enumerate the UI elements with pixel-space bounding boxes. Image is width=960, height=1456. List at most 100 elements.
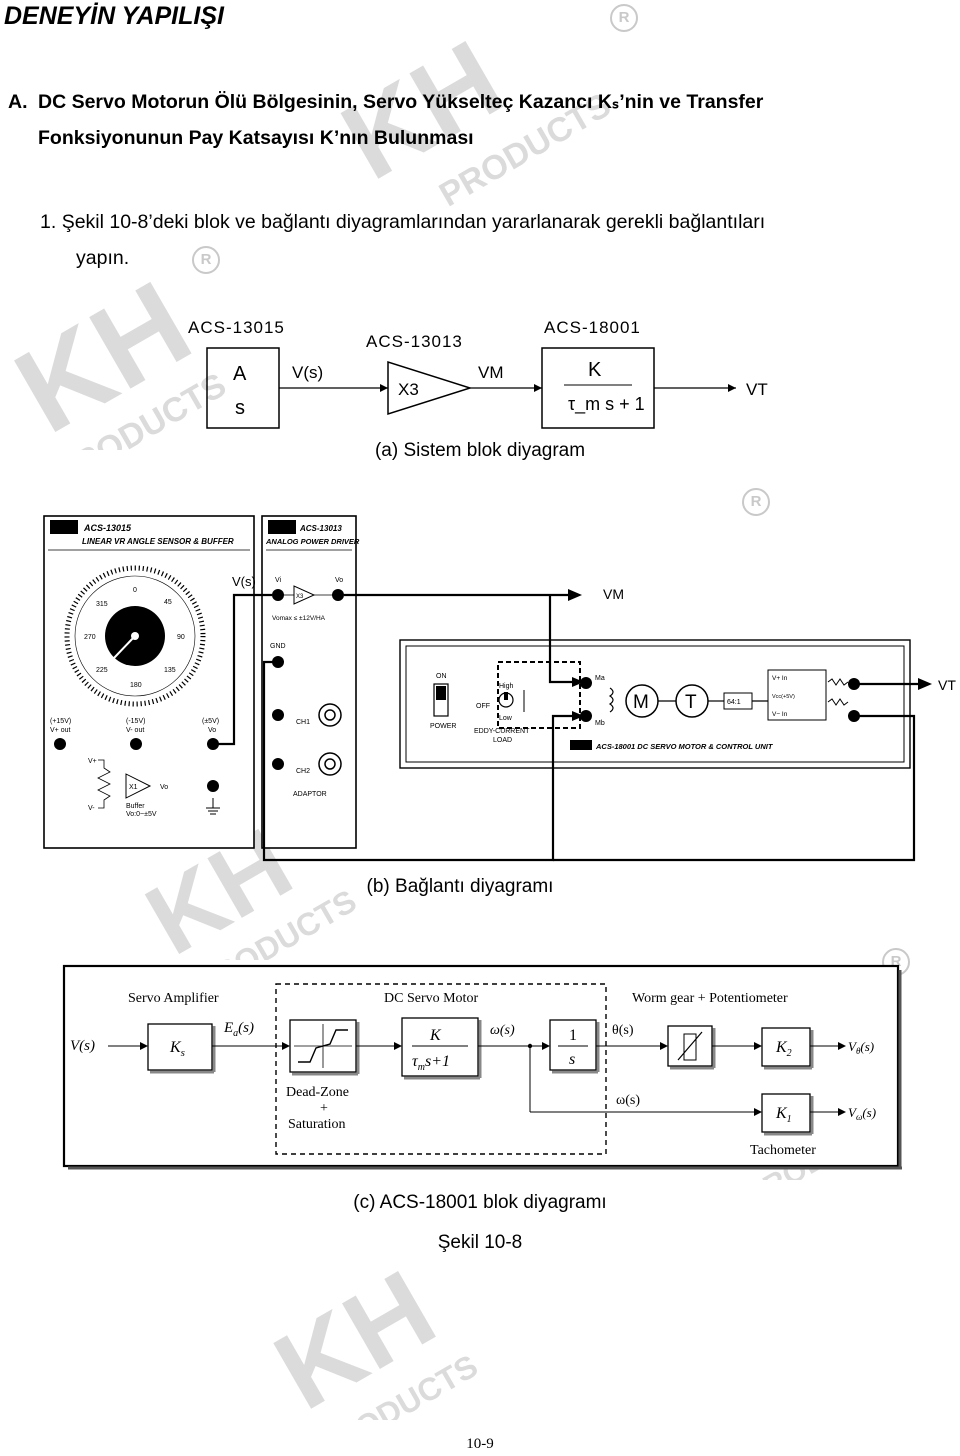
- dial-label: 270: [84, 634, 96, 641]
- panel1-title: LINEAR VR ANGLE SENSOR & BUFFER: [82, 537, 234, 546]
- dial-label: 0: [133, 587, 137, 594]
- label-deadzone-2: +: [320, 1101, 328, 1116]
- label-tachometer: Tachometer: [750, 1143, 816, 1158]
- motor-tau: τ: [412, 1053, 419, 1070]
- k1-letter: K: [775, 1105, 788, 1122]
- integrator-c-numerator: 1: [569, 1027, 577, 1044]
- panel-acs13015: [43, 515, 255, 849]
- wire-gnd: [262, 660, 582, 862]
- caption-a: (a) Sistem blok diyagram: [374, 440, 586, 461]
- vtheta-suffix: (s): [860, 1039, 874, 1054]
- label-wire-vt: VT: [938, 677, 956, 693]
- label-load: LOAD: [493, 737, 512, 744]
- label-vminus-in: V− In: [772, 711, 788, 718]
- label-power: POWER: [430, 723, 456, 730]
- wire-tach-gnd: [553, 714, 916, 862]
- k1-gain: K1: [775, 1105, 792, 1125]
- block-diagram-a: ACS-13015 ACS-13013 ACS-18001 A s V(s) X…: [188, 318, 768, 429]
- dial-label: 180: [130, 682, 142, 689]
- label-vplus-in: V+ In: [772, 675, 788, 682]
- label-wire-vm: VM: [603, 586, 624, 602]
- jack-vplus-out[interactable]: [54, 738, 66, 750]
- step-number: 1.: [40, 211, 57, 233]
- label-gnd: GND: [270, 643, 286, 650]
- k2-subscript: 2: [787, 1048, 792, 1059]
- panel2-title: ANALOG POWER DRIVER: [265, 537, 360, 546]
- vtheta-subscript: θ: [856, 1046, 861, 1056]
- label-dc-motor: DC Servo Motor: [384, 991, 478, 1006]
- label-vminus-out: V- out: [126, 727, 144, 734]
- jack-ma[interactable]: [580, 677, 592, 689]
- caption-c: (c) ACS-18001 blok diyagramı: [353, 1192, 607, 1213]
- omega-signal: ω(s): [490, 1023, 515, 1038]
- registered-mark: R: [610, 4, 638, 32]
- motor-tf-numerator: K: [429, 1027, 442, 1044]
- caption-b: (b) Bağlantı diyagramı: [366, 876, 554, 897]
- jack-buffer-out[interactable]: [207, 780, 219, 792]
- label-vminus: V-: [88, 805, 95, 812]
- jack-vt[interactable]: [848, 678, 860, 690]
- label-ch2: CH2: [296, 768, 310, 775]
- vomega-subscript: ω: [856, 1112, 862, 1122]
- label-wire-vs: V(s): [232, 574, 256, 589]
- step-line-2: yapın.: [76, 247, 130, 269]
- dial-label: 225: [96, 667, 108, 674]
- label-worm-gear: Worm gear + Potentiometer: [632, 991, 788, 1006]
- signal-vm: VM: [478, 363, 504, 382]
- amplifier-gain: X3: [398, 380, 419, 399]
- label-plus15: (+15V): [50, 718, 71, 725]
- label-buffer-vo: Vo: [160, 784, 168, 791]
- integrator-numerator: A: [233, 363, 247, 385]
- jack-vi[interactable]: [272, 589, 284, 601]
- watermark-logo-left: KH PRODUCTS: [0, 256, 233, 450]
- label-deadzone-1: Dead-Zone: [286, 1085, 349, 1100]
- module-label-13013: ACS-13013: [366, 332, 463, 351]
- jack-vminus-out[interactable]: [130, 738, 142, 750]
- integrator-c-denominator: s: [569, 1051, 575, 1068]
- page-heading: DENEYİN YAPILIŞI: [4, 2, 224, 30]
- jack-com[interactable]: [848, 710, 860, 722]
- label-ma: Ma: [595, 675, 605, 682]
- panel-acs18001: [399, 639, 911, 769]
- label-on: ON: [436, 673, 447, 680]
- jack-mb[interactable]: [580, 710, 592, 722]
- ks-subscript: s: [181, 1047, 185, 1059]
- label-vcc: Vcc(+5V): [772, 694, 795, 700]
- label-off: OFF: [476, 703, 490, 710]
- integrator-c-block: [549, 1019, 597, 1071]
- label-vo: Vo: [208, 727, 216, 734]
- page-number: 10-9: [466, 1436, 494, 1452]
- registered-mark: R: [192, 246, 220, 274]
- angle-dial[interactable]: [64, 565, 206, 707]
- dial-label: 90: [177, 634, 185, 641]
- label-vi: Vi: [275, 577, 282, 584]
- module-label-13015: ACS-13015: [188, 318, 285, 337]
- label-ratio: 64:1: [727, 699, 741, 706]
- step-instruction: 1. Şekil 10-8’deki blok ve bağlantı diya…: [40, 204, 940, 276]
- label-motor: M: [633, 692, 649, 713]
- k2-letter: K: [775, 1039, 788, 1056]
- jack-ch2[interactable]: [272, 758, 284, 770]
- unit-title: ACS-18001 DC SERVO MOTOR & CONTROL UNIT: [595, 742, 774, 751]
- theta-signal: θ(s): [612, 1023, 634, 1038]
- watermark-logo-bottom: KH PRODUCTS: [260, 1247, 484, 1420]
- section-title: A.DC Servo Motorun Ölü Bölgesinin, Servo…: [8, 84, 938, 156]
- section-line-1: DC Servo Motorun Ölü Bölgesinin, Servo Y…: [38, 91, 764, 113]
- k2-block: [761, 1027, 811, 1067]
- vtheta-letter: V: [848, 1039, 858, 1054]
- input-vs: V(s): [70, 1038, 95, 1054]
- vomega-suffix: (s): [862, 1105, 876, 1120]
- label-low: Low: [499, 715, 513, 722]
- label-driver-vo: Vo: [335, 577, 343, 584]
- ea-signal: Ea(s): [223, 1020, 254, 1039]
- motor-tf-denominator: τms+1: [412, 1053, 450, 1073]
- jack-ch1[interactable]: [272, 709, 284, 721]
- label-pm5: (±5V): [202, 718, 219, 725]
- k1-block: [761, 1093, 811, 1133]
- step-line-1: Şekil 10-8’deki blok ve bağlantı diyagra…: [61, 211, 766, 233]
- label-minus15: (-15V): [126, 718, 145, 725]
- jack-driver-vo[interactable]: [332, 589, 344, 601]
- load-box: [497, 661, 581, 729]
- ea-suffix: (s): [238, 1020, 254, 1036]
- vtheta-output: Vθ(s): [848, 1039, 874, 1056]
